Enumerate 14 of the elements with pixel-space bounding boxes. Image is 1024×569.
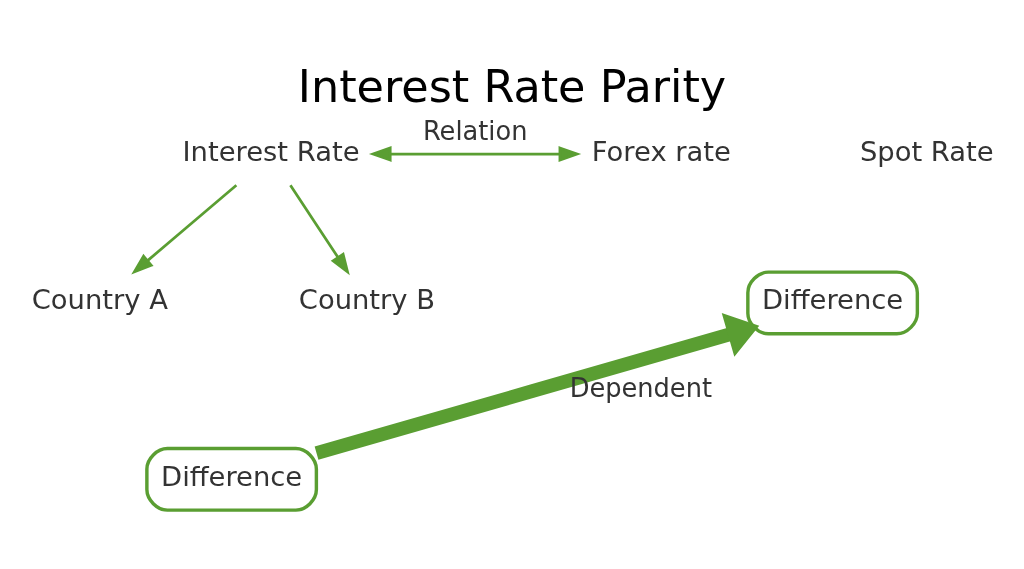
edge-label: Dependent: [569, 372, 713, 403]
diagram-title: Interest Rate Parity: [297, 60, 727, 112]
node-text: Forex rate: [591, 135, 731, 167]
node-box: Difference: [746, 269, 920, 335]
edge-label: Relation: [422, 115, 528, 146]
node-box: Difference: [145, 446, 319, 512]
node-text: Country A: [31, 283, 168, 315]
node-text: Country B: [298, 283, 436, 315]
arrow: [131, 183, 238, 275]
node-text: Spot Rate: [859, 135, 994, 167]
arrow: [314, 312, 760, 460]
node-text: Interest Rate: [182, 135, 360, 167]
arrow: [368, 145, 582, 162]
arrow: [289, 183, 350, 275]
